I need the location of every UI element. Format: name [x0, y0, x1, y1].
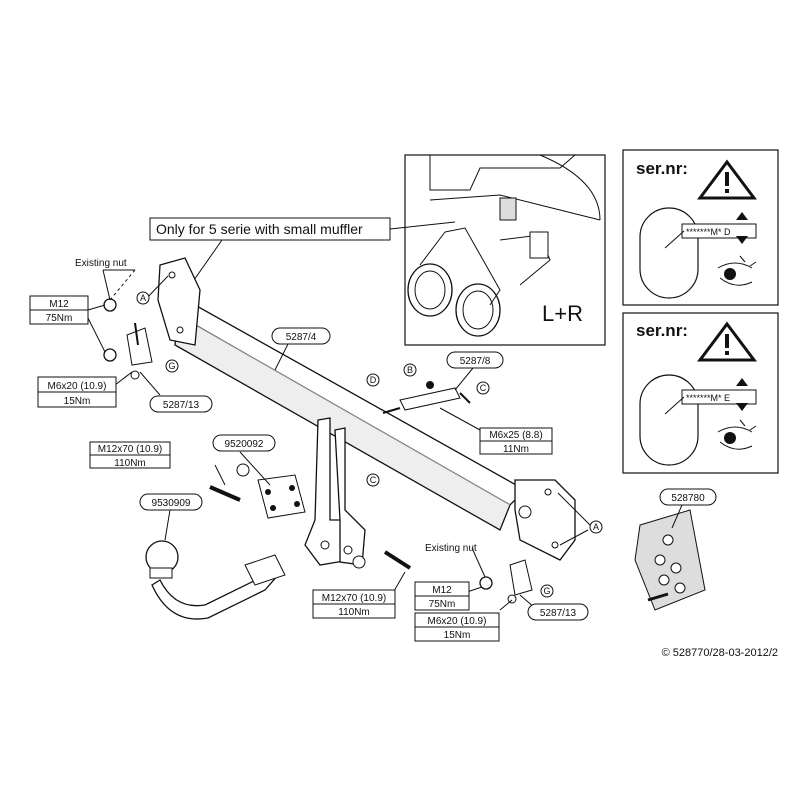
letter-d: D: [366, 373, 380, 387]
svg-text:B: B: [407, 365, 413, 375]
part-bracket-13-right: 5287/13: [527, 603, 589, 621]
torque-m12-left: M12 75Nm: [29, 295, 89, 325]
part-bracket-13-left: 5287/13: [149, 395, 213, 413]
svg-text:9530909: 9530909: [152, 498, 191, 509]
crossbar: [157, 257, 576, 561]
serial-code-e: *******M* E: [686, 393, 730, 403]
callout-letters: A G D B C C A G: [136, 291, 603, 598]
svg-text:9520092: 9520092: [225, 439, 264, 450]
svg-text:5287/13: 5287/13: [540, 608, 577, 619]
torque-value: 11Nm: [503, 444, 529, 455]
svg-text:A: A: [140, 293, 146, 303]
warning-icon: [697, 321, 757, 362]
part-ball: 9530909: [139, 493, 203, 511]
serial-code-d: *******M* D: [686, 227, 731, 237]
muffler-inset: L+R: [404, 154, 606, 346]
existing-nut-left: Existing nut: [75, 258, 127, 269]
torque-size: M12: [49, 299, 69, 310]
inset-label: L+R: [542, 301, 583, 326]
torque-m6x20-left: M6x20 (10.9) 15Nm: [37, 376, 117, 408]
svg-text:5287/8: 5287/8: [460, 356, 491, 367]
leader-lines: [87, 269, 683, 611]
eye-icon: [717, 255, 757, 286]
serial-panel-d: ser.nr: *******M* D: [622, 149, 779, 306]
torque-m12x70-bottom: M12x70 (10.9) 110Nm: [312, 589, 396, 619]
svg-text:C: C: [480, 383, 487, 393]
torque-size: M12: [432, 585, 452, 596]
letter-g-right: G: [540, 584, 554, 598]
serial-heading-e: ser.nr:: [636, 321, 688, 340]
part-bolt-kit: 528780: [659, 488, 717, 506]
svg-text:A: A: [593, 522, 599, 532]
letter-g-left: G: [165, 359, 179, 373]
torque-size: M6x20 (10.9): [428, 616, 487, 627]
svg-text:G: G: [543, 586, 550, 596]
torque-size: M6x20 (10.9): [48, 381, 107, 392]
serial-heading-d: ser.nr:: [636, 159, 688, 178]
torque-m12x70-top: M12x70 (10.9) 110Nm: [89, 441, 171, 469]
svg-text:5287/13: 5287/13: [163, 400, 200, 411]
torque-value: 75Nm: [429, 599, 456, 610]
torque-size: M6x25 (8.8): [489, 430, 542, 441]
part-bracket-8: 5287/8: [446, 351, 504, 369]
torque-value: 15Nm: [64, 396, 91, 407]
svg-text:G: G: [168, 361, 175, 371]
bracket-5287-8: [382, 381, 471, 414]
notice-text: Only for 5 serie with small muffler: [156, 221, 363, 237]
letter-c-top: C: [476, 381, 490, 395]
torque-value: 75Nm: [46, 313, 73, 324]
eye-icon: [717, 419, 757, 450]
bolt-kit-bag: [634, 509, 706, 611]
letter-a-left: A: [136, 291, 150, 305]
torque-m12-right: M12 75Nm: [414, 581, 470, 611]
letter-a-right: A: [589, 520, 603, 534]
svg-text:D: D: [370, 375, 377, 385]
fasteners: [103, 298, 533, 604]
svg-text:528780: 528780: [671, 493, 705, 504]
tow-ball: [145, 540, 286, 620]
warning-icon: [697, 159, 757, 200]
serial-panel-e: ser.nr: *******M* E: [622, 312, 779, 474]
torque-value: 15Nm: [444, 630, 471, 641]
torque-size: M12x70 (10.9): [98, 444, 162, 455]
letter-b: B: [403, 363, 417, 377]
notice-box: Only for 5 serie with small muffler: [149, 217, 456, 301]
letter-c-mid: C: [366, 473, 380, 487]
torque-m6x20-right: M6x20 (10.9) 15Nm: [414, 612, 500, 642]
copyright-text: © 528770/28-03-2012/2: [662, 647, 778, 659]
existing-nut-right: Existing nut: [425, 543, 477, 554]
torque-value: 110Nm: [338, 607, 370, 618]
svg-text:C: C: [370, 475, 377, 485]
socket-plate: [257, 474, 306, 519]
part-socket-plate: 9520092: [212, 434, 276, 452]
torque-m6x25: M6x25 (8.8) 11Nm: [479, 427, 553, 455]
torque-size: M12x70 (10.9): [322, 593, 386, 604]
vertical-arms: [304, 417, 366, 566]
torque-value: 110Nm: [114, 458, 146, 469]
part-crossbar: 5287/4: [271, 327, 331, 345]
svg-text:5287/4: 5287/4: [286, 332, 317, 343]
